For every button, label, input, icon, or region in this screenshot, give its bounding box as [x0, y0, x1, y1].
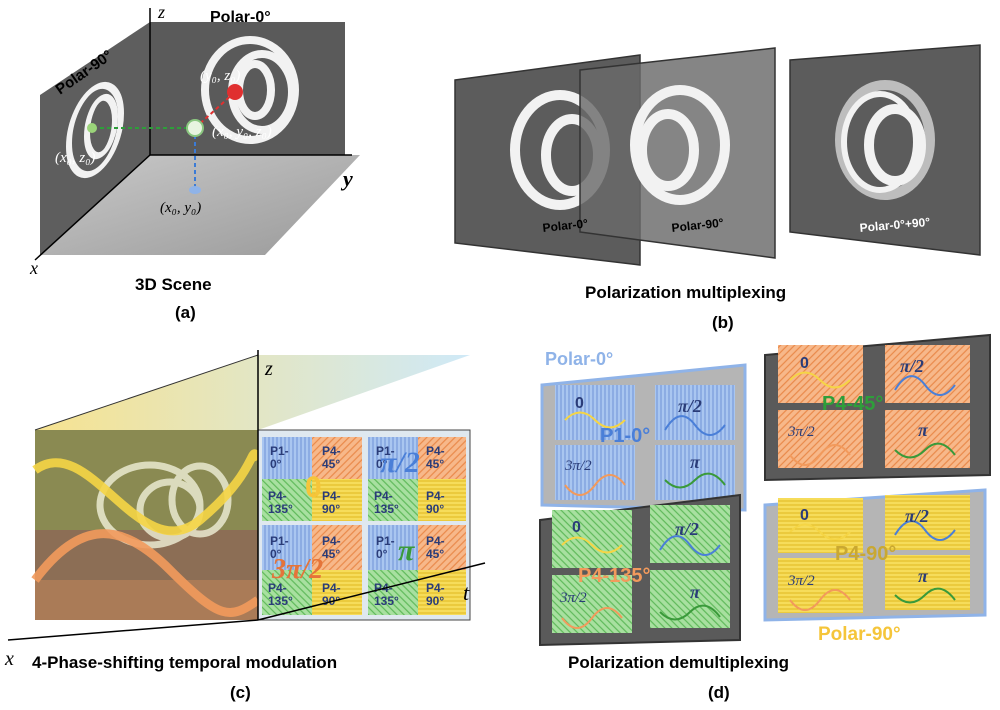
point-xyz-label: (x₀, y₀, z₀)	[212, 124, 272, 140]
q2-ph3: π	[918, 420, 929, 440]
caption-b: Polarization multiplexing	[585, 283, 786, 302]
cell-grid	[262, 437, 466, 615]
cell-label: P1-0°	[270, 534, 289, 561]
q4-ph3: π	[918, 566, 929, 586]
q1-ph2: 3π/2	[564, 458, 592, 474]
caption-a: 3D Scene	[135, 275, 212, 294]
point-xz-label: (x₀, z₀)	[55, 150, 95, 166]
phase-3pi-2: 3π/2	[271, 554, 323, 585]
cell-label: P1-0°	[376, 534, 395, 561]
q1-ph1: π/2	[678, 396, 702, 416]
q3-ph0: 0	[572, 519, 581, 536]
demux-q2: 0 π/2 3π/2 π P4-45°	[764, 333, 991, 482]
phase-pi: π	[398, 534, 415, 567]
panel-c: P1-0° P4-45° P4-135° P4-90° P1-0° P4-45°…	[4, 350, 486, 702]
point-xy	[189, 186, 201, 194]
q4-ph1: π/2	[905, 506, 929, 526]
point-yz	[227, 84, 243, 100]
plane2-spiral	[630, 85, 730, 205]
q2-ph1: π/2	[900, 356, 924, 376]
axis-t-c	[257, 562, 486, 621]
axis-t-label-c: t	[463, 580, 470, 605]
axis-x-label-a: x	[29, 258, 38, 278]
panel-a: z y x Polar-0° Polar-90° (y₀, z₀) (x₀, y…	[29, 2, 360, 322]
q4-ph0: 0	[800, 507, 809, 524]
axis-z-label-c: z	[264, 358, 273, 380]
cell-label: P4-135°	[374, 489, 399, 516]
letter-b: (b)	[712, 313, 734, 332]
panel-d: 0 π/2 3π/2 π P1-0° Polar-0° 0 π/2 3π/2 π…	[539, 333, 991, 702]
caption-c: 4-Phase-shifting temporal modulation	[32, 653, 337, 672]
cell-labels: P1-0° P4-45° P4-135° P4-90° P1-0° P4-45°…	[268, 444, 445, 608]
polar0-wall	[150, 22, 345, 155]
polar0-label-a: Polar-0°	[210, 9, 271, 26]
q3-ph2: 3π/2	[559, 590, 587, 606]
cell-label: P4-90°	[426, 489, 445, 516]
q1-ph0: 0	[575, 395, 584, 412]
cell-label: P4-90°	[322, 581, 341, 608]
point-xz	[87, 123, 97, 133]
floor-plane	[40, 155, 360, 255]
plane1-label: Polar-0°	[542, 216, 589, 235]
cell-label: P4-135°	[268, 581, 293, 608]
q2-center: P4-45°	[822, 393, 883, 415]
point-xy-label: (x₀, y₀)	[160, 200, 201, 216]
cell-label: P1-0°	[270, 444, 289, 471]
plane3-spiral	[835, 80, 935, 200]
cell-label: P4-90°	[322, 489, 341, 516]
cell-label: P4-90°	[426, 581, 445, 608]
cell-label: P1-0°	[376, 444, 395, 471]
axis-x-c	[7, 619, 259, 641]
spiral-side	[66, 81, 124, 179]
cell-label: P4-135°	[268, 489, 293, 516]
letter-d: (d)	[708, 683, 730, 702]
q1-ph3: π	[690, 452, 701, 472]
plane-polar-sum	[789, 44, 981, 256]
q1-title: Polar-0°	[545, 349, 613, 369]
letter-a: (a)	[175, 303, 196, 322]
axis-x-label-c: x	[4, 648, 14, 670]
q3-ph3: π	[690, 582, 701, 602]
phase-pi-2: π/2	[380, 446, 420, 479]
cell-label: P4-45°	[426, 534, 445, 561]
demux-q3: 0 π/2 3π/2 π P4-135°	[539, 493, 741, 647]
letter-c: (c)	[230, 683, 251, 702]
q4-ph2: 3π/2	[787, 573, 815, 589]
axis-x-a	[34, 154, 151, 261]
demux-q4: 0 π/2 3π/2 π P4-90° Polar-90°	[763, 488, 987, 645]
axis-z-label-a: z	[157, 2, 165, 22]
cell-label: P4-45°	[322, 534, 341, 561]
axis-y-label-a: y	[340, 166, 353, 191]
caption-d: Polarization demultiplexing	[568, 653, 789, 672]
plane-polar90	[579, 47, 776, 259]
box-spiral	[96, 461, 232, 549]
phase-0: 0	[305, 471, 322, 504]
polar90-wall	[40, 22, 150, 255]
q4-title: Polar-90°	[818, 624, 901, 645]
q1-center: P1-0°	[600, 425, 650, 447]
demux-q1: 0 π/2 3π/2 π P1-0° Polar-0°	[540, 349, 747, 512]
q2-ph2: 3π/2	[787, 424, 815, 440]
panel-b: Polar-0° Polar-90° Polar-0°+90° Polariza…	[454, 44, 981, 332]
cell-label: P4-45°	[426, 444, 445, 471]
plane3-label: Polar-0°+90°	[859, 215, 931, 235]
plane2-label: Polar-90°	[671, 216, 725, 235]
cell-label: P4-45°	[322, 444, 341, 471]
q2-ph0: 0	[800, 355, 809, 372]
box-top	[35, 355, 470, 430]
q3-center: P4-135°	[578, 565, 651, 587]
q3-ph1: π/2	[675, 519, 699, 539]
q4-center: P4-90°	[835, 543, 896, 565]
point-yz-label: (y₀, z₀)	[200, 68, 240, 84]
point-xyz	[186, 119, 204, 137]
